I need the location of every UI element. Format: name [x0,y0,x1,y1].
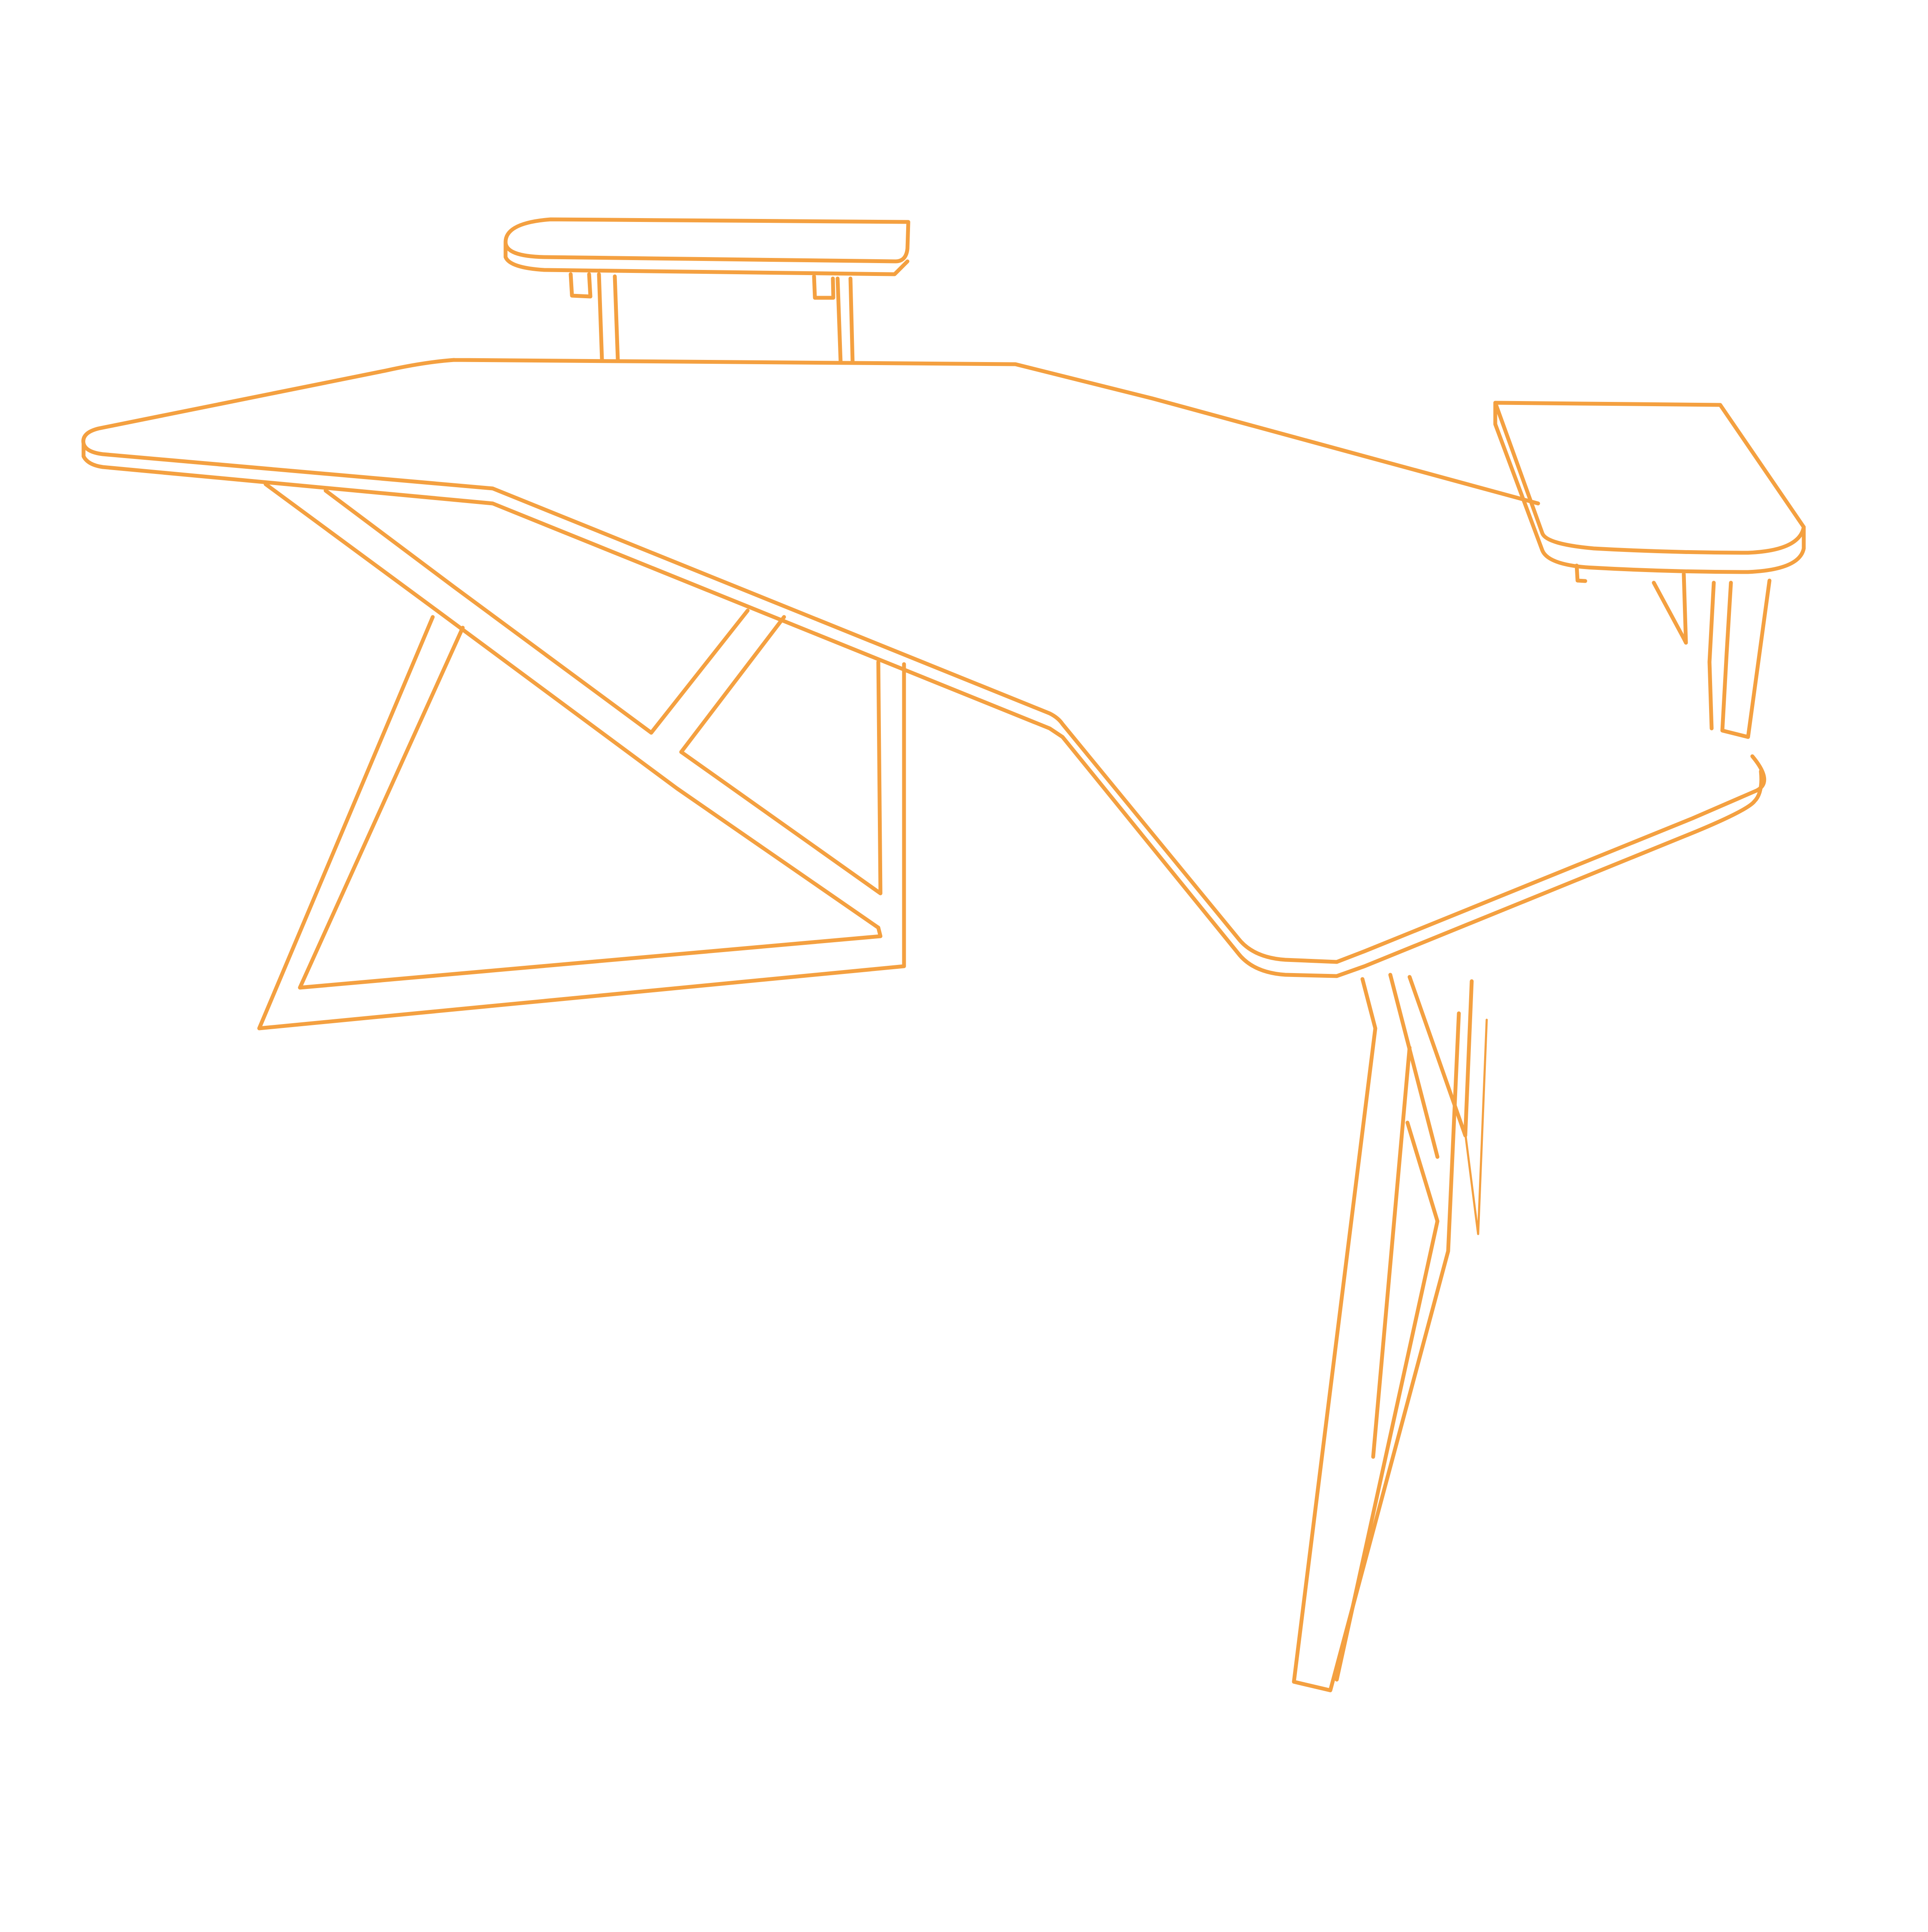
left-frame-base [257,615,906,1030]
right-leg-front [1335,1045,1440,1682]
side-shelf-post-b [1652,572,1688,645]
desk-top-edge-front [81,441,1763,978]
left-leg-frame [257,482,906,1030]
monitor-shelf-post-right [812,274,835,300]
side-shelf-post-c [1720,578,1772,739]
monitor-shelf [503,217,910,364]
left-frame-diagonal-inner [323,488,653,735]
left-frame-vertical [679,660,906,968]
side-shelf-post-d [1707,581,1716,731]
monitor-shelf-edge [503,240,910,276]
left-frame-diagonal-outer [263,482,880,930]
monitor-shelf-post-left-long [597,272,620,362]
left-frame-brace [649,608,786,754]
monitor-shelf-top [503,217,910,264]
right-leg-accent [1464,1018,1488,1235]
side-shelf-post-a [1575,563,1587,583]
desk-top-outline [81,358,1766,964]
monitor-shelf-post-right-long [835,276,855,364]
side-shelf-edge [1493,401,1806,574]
side-shelf-top [1493,401,1806,555]
desk-top [81,358,1766,978]
monitor-shelf-post-left [569,272,593,299]
side-shelf [1493,401,1806,739]
right-leg [1292,973,1488,1692]
right-leg-outer [1292,977,1461,1692]
